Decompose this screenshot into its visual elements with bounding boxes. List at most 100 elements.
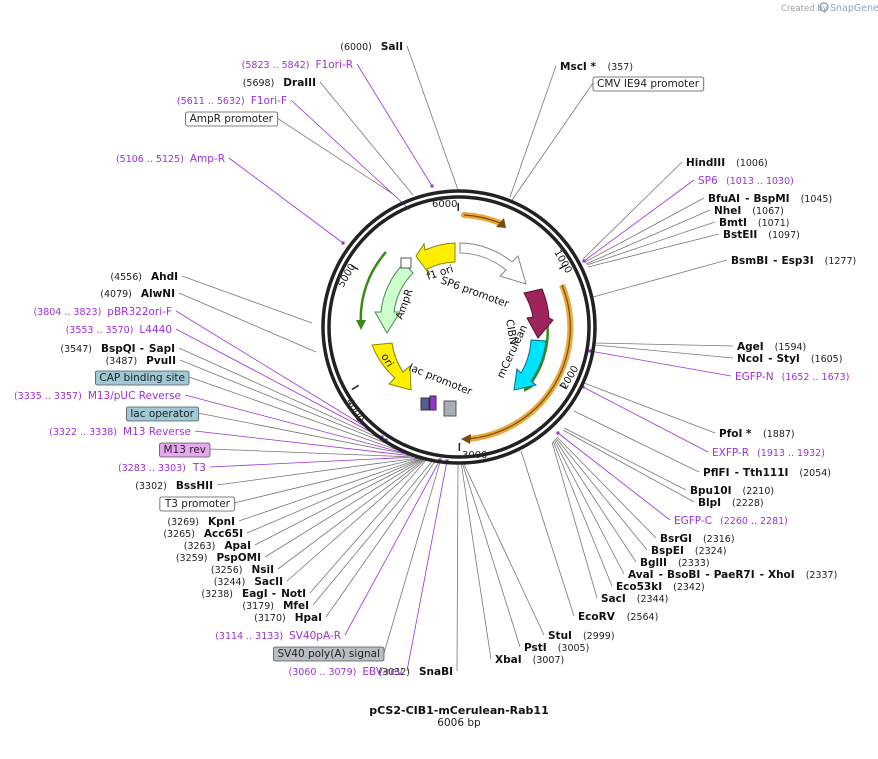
leader-line — [254, 457, 425, 546]
site-pbr322ori-f[interactable]: pBR322ori-F(3804 .. 3823) — [33, 306, 172, 318]
site-hpai[interactable]: HpaI(3170) — [254, 612, 322, 624]
site-egfp-n[interactable]: EGFP-N(1652 .. 1673) — [735, 371, 849, 383]
site-m13-puc-reverse[interactable]: M13/pUC Reverse(3335 .. 3357) — [14, 390, 181, 402]
leader-line — [246, 457, 424, 534]
site-hindiii[interactable]: HindIII(1006) — [686, 157, 768, 169]
site-t3[interactable]: T3(3283 .. 3303) — [118, 462, 206, 474]
orf-arcs — [356, 212, 574, 444]
site-bsrgi[interactable]: BsrGI(2316) — [660, 533, 735, 545]
site-pfoi[interactable]: PfoI *(1887) — [719, 428, 795, 440]
site-pflfi[interactable]: PflFI-Tth111I(2054) — [703, 467, 831, 479]
site-lac-operator[interactable]: lac operator — [125, 406, 200, 422]
site-position: (1013 .. 1030) — [726, 176, 794, 187]
site-xbai[interactable]: XbaI(3007) — [495, 654, 564, 666]
site-eco53ki[interactable]: Eco53kI(2342) — [616, 581, 705, 593]
mcerulean-shape[interactable] — [513, 339, 547, 391]
site-bpu10i[interactable]: Bpu10I(2210) — [690, 485, 774, 497]
site-label: F1ori-F — [251, 95, 287, 107]
site-bspqi[interactable]: SapI-BspQI(3547) — [60, 343, 175, 355]
tick-mark — [559, 384, 567, 390]
leader-line — [286, 457, 428, 582]
site-sacii[interactable]: SacII(3244) — [214, 576, 283, 588]
sp6-promoter-shape[interactable] — [459, 242, 527, 285]
ori-shape[interactable] — [371, 342, 412, 391]
site-apai[interactable]: ApaI(3263) — [184, 540, 251, 552]
enzyme-name: BssHII — [176, 480, 213, 492]
site-m13-reverse[interactable]: M13 Reverse(3322 .. 3338) — [49, 426, 191, 438]
f1-ori-shape[interactable] — [415, 242, 456, 276]
snapgene-brand[interactable]: SnapGene — [830, 3, 878, 14]
site-alwni[interactable]: AlwNI(4079) — [100, 288, 175, 300]
site-f1ori-r[interactable]: F1ori-R(5823 .. 5842) — [242, 59, 353, 71]
site-bspei[interactable]: BspEI(2324) — [651, 545, 726, 557]
site-ecorv[interactable]: EcoRV(2564) — [578, 611, 658, 623]
site-sali[interactable]: SalI(6000) — [340, 41, 403, 53]
ampr-shape[interactable] — [374, 262, 414, 334]
site-m13-rev[interactable]: M13 rev — [159, 442, 211, 458]
site-l4440[interactable]: L4440(3553 .. 3570) — [66, 324, 172, 336]
enzyme-name: PaeR7I — [714, 569, 755, 581]
site-kpni[interactable]: KpnI(3269) — [167, 516, 235, 528]
site-bsteii[interactable]: BstEII(1097) — [723, 229, 800, 241]
site-ampr-promoter[interactable]: AmpR promoter — [185, 111, 279, 127]
site-cap-binding-site[interactable]: CAP binding site — [94, 370, 190, 386]
site-pvuii[interactable]: PvuII(3487) — [106, 355, 176, 367]
site-blpi[interactable]: BlpI(2228) — [698, 497, 764, 509]
leader-line — [264, 457, 426, 558]
leader-line — [563, 427, 687, 491]
site-nhei[interactable]: NheI(1067) — [714, 205, 784, 217]
cibn-shape[interactable] — [523, 288, 554, 339]
tick-label-6000: 6000 — [432, 199, 457, 210]
site-msci[interactable]: MscI *(357) — [560, 61, 633, 73]
site-position: (1097) — [768, 230, 800, 241]
site-egfp-c[interactable]: EGFP-C(2260 .. 2281) — [674, 515, 788, 527]
site-ebv-rev[interactable]: EBV-rev(3060 .. 3079) — [289, 666, 404, 678]
site-acc65i[interactable]: Acc65I(3265) — [163, 528, 243, 540]
site-bfuai[interactable]: BfuAI-BspMI(1045) — [708, 193, 832, 205]
leader-line — [461, 461, 521, 648]
lac-operator-shape[interactable] — [443, 400, 457, 417]
site-avai[interactable]: AvaI-BsoBI-PaeR7I-XhoI(2337) — [628, 569, 837, 581]
site-sv40pa-r[interactable]: SV40pA-R(3114 .. 3133) — [215, 630, 341, 642]
site-sv40-poly-a-signal[interactable]: SV40 poly(A) signal — [273, 646, 385, 662]
site-position: (3007) — [533, 655, 565, 666]
primer-site-marker — [380, 435, 384, 439]
site-amp-r[interactable]: Amp-R(5106 .. 5125) — [116, 153, 225, 165]
feature-label-sp6-promoter: SP6 promoter — [439, 275, 511, 311]
site-bsmbi[interactable]: BsmBI-Esp3I(1277) — [731, 255, 856, 267]
site-bmti[interactable]: BmtI(1071) — [719, 217, 789, 229]
site-label: AmpR promoter — [190, 113, 274, 125]
enzyme-name: MfeI — [283, 600, 309, 612]
site-pspomi[interactable]: PspOMI(3259) — [176, 552, 261, 564]
site-eagi[interactable]: NotI-EagI(3238) — [201, 588, 306, 600]
site-cmv-ie94-promoter[interactable]: CMV IE94 promoter — [592, 76, 705, 92]
site-stui[interactable]: StuI(2999) — [548, 630, 615, 642]
site-bglii[interactable]: BglII(2333) — [640, 557, 710, 569]
leader-line — [594, 342, 734, 347]
site-label: EXFP-R — [712, 447, 749, 459]
site-psti[interactable]: PstI(3005) — [524, 642, 589, 654]
site-t3-promoter[interactable]: T3 promoter — [159, 496, 236, 512]
enzyme-name: NcoI — [737, 353, 763, 365]
site-position: (5698) — [243, 78, 275, 89]
site-agei[interactable]: AgeI(1594) — [737, 341, 806, 353]
primer-site-marker — [341, 241, 345, 245]
site-bsshii[interactable]: BssHII(3302) — [135, 480, 213, 492]
leader-line — [216, 457, 419, 486]
enzyme-name: BmtI — [719, 217, 747, 229]
leader-line — [456, 461, 459, 672]
site-f1ori-f[interactable]: F1ori-F(5611 .. 5632) — [177, 95, 287, 107]
leader-line — [238, 457, 423, 522]
site-snabi[interactable]: SnaBI(3032) — [378, 666, 453, 678]
site-sp6[interactable]: SP6(1013 .. 1030) — [698, 175, 794, 187]
site-ncoi[interactable]: NcoI-StyI(1605) — [737, 353, 842, 365]
site-saci[interactable]: SacI(2344) — [601, 593, 668, 605]
site-draiii[interactable]: DraIII(5698) — [243, 77, 316, 89]
site-exfp-r[interactable]: EXFP-R(1913 .. 1932) — [712, 447, 825, 459]
site-nsii[interactable]: NsiI(3256) — [211, 564, 274, 576]
site-mfei[interactable]: MfeI(3179) — [242, 600, 309, 612]
site-ahdi[interactable]: AhdI(4556) — [110, 271, 178, 283]
lac-promoter-shape[interactable] — [420, 397, 430, 411]
enzyme-name: BspQI — [101, 343, 136, 355]
enzyme-name: Bpu10I — [690, 485, 732, 497]
